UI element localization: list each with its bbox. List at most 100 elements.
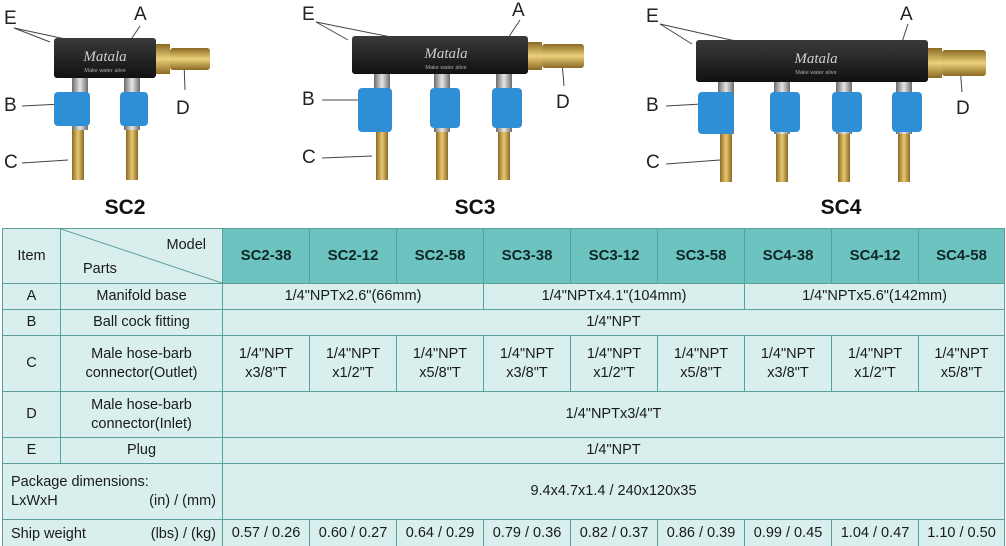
row-part: Male hose-barb connector(Inlet)	[60, 391, 223, 438]
inlet-barb	[542, 44, 584, 68]
row-item: A	[2, 283, 61, 310]
manifold-base	[696, 40, 928, 82]
valve-4	[892, 82, 922, 182]
ship-label: Ship weight (lbs) / (kg)	[2, 519, 223, 546]
valve-3	[492, 74, 522, 180]
row-value: 1/4"NPTx4.1"(104mm)	[483, 283, 745, 310]
table-header-row: Item Model Parts SC2-38 SC2-12 SC2-58 SC…	[2, 228, 1005, 284]
callout-b: B	[646, 95, 659, 116]
callout-a: A	[900, 4, 913, 25]
callout-d: D	[556, 92, 570, 113]
row-item: C	[2, 335, 61, 392]
product-label-sc4: SC4	[820, 196, 862, 219]
callout-c: C	[302, 147, 316, 168]
row-item: B	[2, 309, 61, 336]
row-value: 1/4"NPTx5.6"(142mm)	[744, 283, 1005, 310]
callout-d: D	[176, 98, 190, 119]
manifold-base	[54, 38, 156, 78]
model-header: SC3-38	[483, 228, 571, 284]
header-item: Item	[2, 228, 61, 284]
product-sc4-figure: Matala Make water alive	[640, 0, 1006, 226]
sc2-manifold-illustration: Matala Make water alive	[13, 25, 210, 180]
callout-b: B	[4, 95, 17, 116]
inlet-barb	[170, 48, 210, 70]
model-header: SC3-58	[657, 228, 745, 284]
ship-value: 0.86 / 0.39	[657, 519, 745, 546]
table-row-d: D Male hose-barb connector(Inlet) 1/4"NP…	[2, 391, 1005, 438]
row-part: Plug	[60, 437, 223, 464]
row-part: Manifold base	[60, 283, 223, 310]
callout-c: C	[646, 152, 660, 173]
row-item: E	[2, 437, 61, 464]
ship-value: 0.64 / 0.29	[396, 519, 484, 546]
row-item: D	[2, 391, 61, 438]
model-header: SC2-58	[396, 228, 484, 284]
valve-2	[430, 74, 460, 180]
ship-value: 0.82 / 0.37	[570, 519, 658, 546]
row-value: 1/4"NPTx2.6"(66mm)	[222, 283, 484, 310]
row-value: 1/4"NPTx3/4"T	[222, 391, 1005, 438]
callout-e: E	[4, 8, 17, 29]
callout-b: B	[302, 89, 315, 110]
table-row-c: C Male hose-barb connector(Outlet) 1/4"N…	[2, 335, 1005, 392]
valve-2	[120, 78, 148, 180]
model-header: SC2-38	[222, 228, 310, 284]
spec-table: Item Model Parts SC2-38 SC2-12 SC2-58 SC…	[2, 228, 1005, 546]
header-parts: Parts	[83, 260, 117, 277]
model-header: SC3-12	[570, 228, 658, 284]
row-value: 1/4"NPT	[222, 309, 1005, 336]
header-model-parts: Model Parts	[60, 228, 223, 284]
svg-text:Make water alive: Make water alive	[425, 65, 466, 71]
callout-c: C	[4, 152, 18, 173]
valve-1	[54, 78, 90, 180]
svg-text:Make water alive: Make water alive	[795, 70, 836, 76]
callout-a: A	[512, 0, 525, 21]
ship-value: 0.57 / 0.26	[222, 519, 310, 546]
manifold-base	[352, 36, 528, 74]
callout-e: E	[302, 4, 315, 25]
product-sc3-figure: Matala Make water alive E A B C	[296, 0, 616, 226]
brand-logo: Matala	[423, 46, 467, 62]
product-label-sc2: SC2	[104, 196, 146, 219]
ship-value: 1.10 / 0.50	[918, 519, 1005, 546]
row-part: Male hose-barb connector(Outlet)	[60, 335, 223, 392]
row-value: 1/4"NPT	[222, 437, 1005, 464]
sc3-manifold-illustration: Matala Make water alive	[315, 19, 584, 180]
callout-d: D	[956, 98, 970, 119]
ship-value: 0.60 / 0.27	[309, 519, 397, 546]
model-header: SC2-12	[309, 228, 397, 284]
valve-1	[698, 82, 734, 182]
header-model: Model	[166, 237, 207, 253]
valve-1	[358, 74, 392, 180]
product-label-sc3: SC3	[454, 196, 496, 219]
sc4-manifold-illustration: Matala Make water alive	[659, 23, 986, 182]
model-header: SC4-12	[831, 228, 919, 284]
callout-a: A	[134, 4, 147, 25]
table-row-b: B Ball cock fitting 1/4"NPT	[2, 309, 1005, 336]
ship-value: 0.99 / 0.45	[744, 519, 832, 546]
ship-value: 0.79 / 0.36	[483, 519, 571, 546]
table-row-package: Package dimensions: LxWxH (in) / (mm) 9.…	[2, 463, 1005, 520]
inlet-barb	[942, 50, 986, 76]
package-label: Package dimensions: LxWxH (in) / (mm)	[2, 463, 223, 520]
table-row-e: E Plug 1/4"NPT	[2, 437, 1005, 464]
callout-e: E	[646, 6, 659, 27]
model-header: SC4-58	[918, 228, 1005, 284]
row-part: Ball cock fitting	[60, 309, 223, 336]
table-row-a: A Manifold base 1/4"NPTx2.6"(66mm) 1/4"N…	[2, 283, 1005, 310]
product-figures: Matala Make water alive E A B C D SC2	[0, 0, 1006, 226]
svg-text:Make water alive: Make water alive	[84, 68, 125, 74]
valve-3	[832, 82, 862, 182]
product-sc2-figure: Matala Make water alive E A B C D SC2	[0, 0, 240, 226]
brand-logo: Matala	[793, 51, 837, 67]
package-value: 9.4x4.7x1.4 / 240x120x35	[222, 463, 1005, 520]
